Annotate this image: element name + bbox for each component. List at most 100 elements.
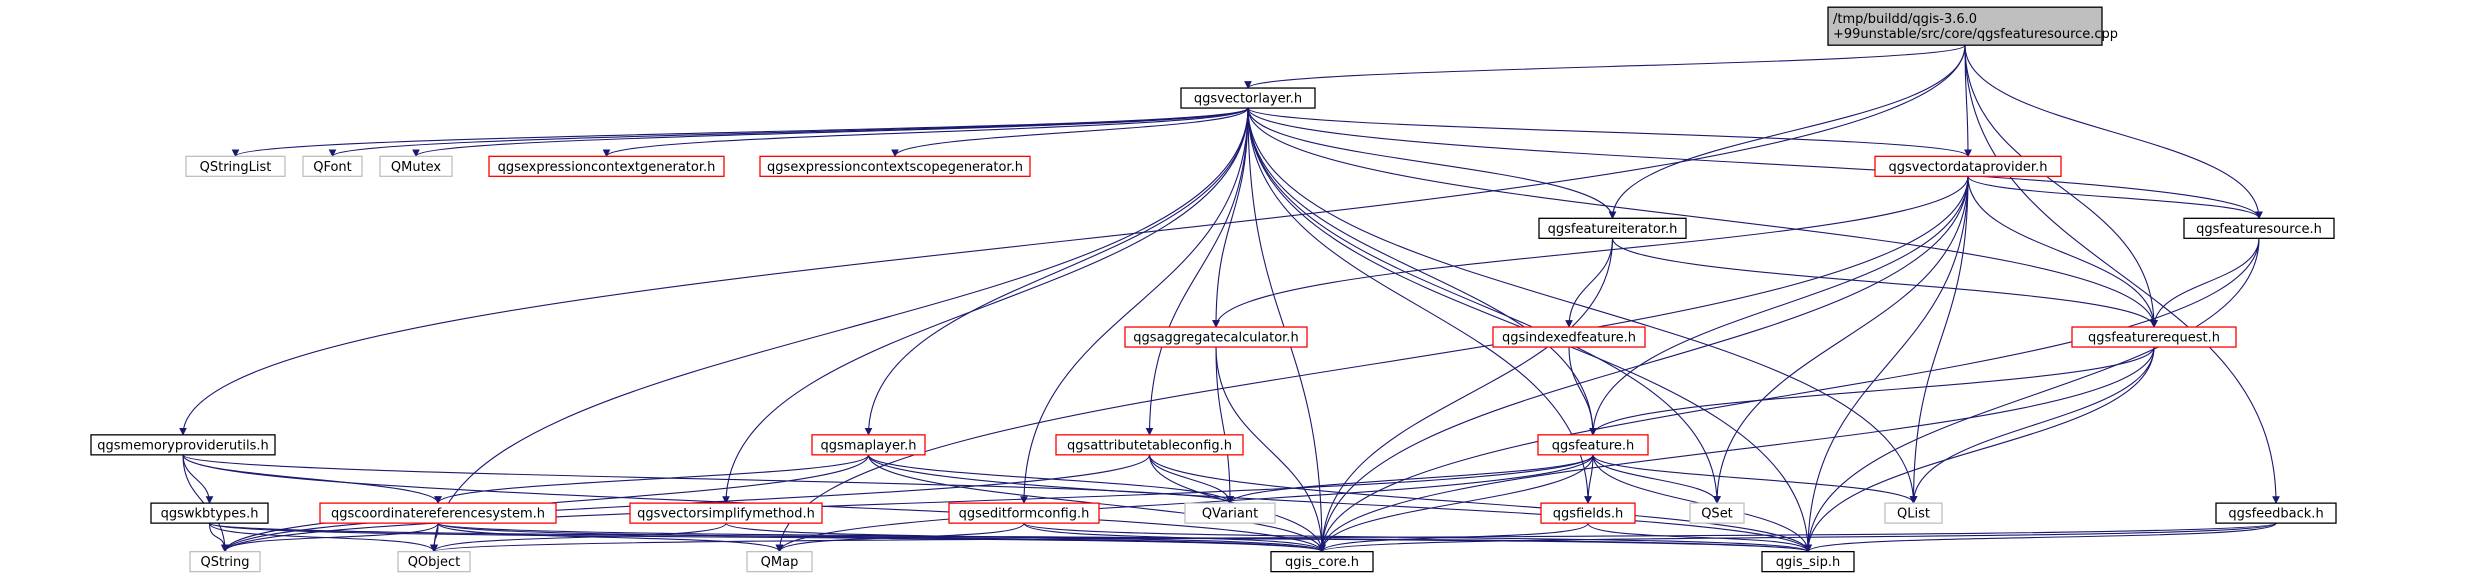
edge-crs-to-qstring — [221, 522, 439, 553]
node-wkbtypes[interactable]: qgswkbtypes.h — [150, 502, 269, 524]
node-aggcalc[interactable]: qgsaggregatecalculator.h — [1124, 326, 1308, 348]
edge-root-to-featurerequest — [1964, 45, 2158, 328]
node-box — [1827, 6, 2103, 46]
edge-vectorlayer-to-mutex — [412, 107, 1249, 158]
node-label: qgseditformconfig.h — [959, 507, 1090, 522]
node-qvariant[interactable]: QVariant — [1184, 502, 1276, 524]
edge-attrtableconfig-to-qvariant — [1148, 454, 1234, 504]
node-memprovutils[interactable]: qgsmemoryproviderutils.h — [90, 434, 276, 456]
node-box — [1761, 550, 1855, 573]
node-feedback[interactable]: qgsfeedback.h — [2215, 502, 2337, 524]
node-label: qgsmemoryproviderutils.h — [97, 438, 268, 453]
edge-vectorlayer-to-featureiterator — [1247, 108, 1617, 220]
node-vectorlayer[interactable]: qgsvectorlayer.h — [1180, 87, 1316, 109]
edge-feedback-to-sip — [1804, 522, 2277, 553]
edge-featurerequest-to-qlist — [1909, 347, 2155, 504]
edge-featuresource-to-featurerequest — [2150, 238, 2260, 328]
edge-featureiterator-to-core — [1318, 238, 1614, 553]
node-font[interactable]: QFont — [302, 155, 363, 177]
edge-fields-to-sip — [1587, 522, 1812, 553]
node-feature[interactable]: qgsfeature.h — [1537, 434, 1649, 456]
edge-vectorlayer-to-exprctxgen — [602, 107, 1249, 158]
node-box — [1492, 326, 1646, 348]
edge-vdp-to-sip — [1804, 176, 1969, 553]
node-box — [189, 550, 261, 573]
node-box — [1537, 434, 1649, 456]
node-crs[interactable]: qgscoordinatereferencesystem.h — [319, 502, 557, 524]
node-label: qgsattributetableconfig.h — [1067, 438, 1232, 453]
edge-editform-to-core — [1023, 522, 1326, 553]
node-box — [379, 155, 453, 177]
node-label: QVariant — [1202, 507, 1258, 522]
node-label: qgsexpressioncontextgenerator.h — [498, 160, 716, 175]
node-mutex[interactable]: QMutex — [379, 155, 453, 177]
edge-wkbtypes-to-core — [208, 522, 1326, 553]
edge-root-to-featureiterator — [1608, 45, 1966, 220]
edge-maplayer-to-crs — [434, 454, 870, 504]
node-label: qgsmaplayer.h — [821, 438, 917, 453]
node-maplayer[interactable]: qgsmaplayer.h — [811, 434, 926, 456]
node-qset[interactable]: QSet — [1689, 502, 1745, 524]
edge-vdp-to-feature — [1589, 176, 1969, 436]
node-label: qgsvectorlayer.h — [1194, 92, 1302, 107]
edge-featurerequest-to-core — [1318, 347, 2155, 553]
node-sip[interactable]: qgis_sip.h — [1761, 550, 1855, 573]
node-box — [397, 550, 471, 573]
node-label: qgsfields.h — [1553, 507, 1623, 522]
node-box — [1184, 502, 1276, 524]
node-label: QMutex — [391, 160, 442, 175]
edge-vectorlayer-to-featurerequest — [1247, 108, 2158, 328]
nodes-layer: /tmp/buildd/qgis-3.6.0+99unstable/src/co… — [90, 6, 2337, 573]
edge-featuresource-to-sip — [1804, 238, 2260, 553]
edge-feature-to-fields — [1584, 454, 1594, 504]
node-editform[interactable]: qgseditformconfig.h — [948, 502, 1100, 524]
node-label: QFont — [313, 160, 352, 175]
node-box — [150, 502, 269, 524]
edge-vectorlayer-to-featuresource — [1247, 107, 2263, 220]
node-box — [319, 502, 557, 524]
node-label: qgsfeature.h — [1552, 438, 1635, 453]
node-label: QSet — [1701, 507, 1733, 522]
edge-root-to-memprovutils — [179, 45, 1966, 436]
node-featureiterator[interactable]: qgsfeatureiterator.h — [1538, 217, 1687, 239]
node-box — [2183, 217, 2335, 239]
node-qlist[interactable]: QList — [1884, 502, 1943, 524]
node-exprctxgen[interactable]: qgsexpressioncontextgenerator.h — [488, 155, 725, 177]
node-label: qgscoordinatereferencesystem.h — [331, 507, 545, 522]
edge-feature-to-qvariant — [1226, 454, 1594, 504]
node-featuresource[interactable]: qgsfeaturesource.h — [2183, 217, 2335, 239]
edge-root-to-featuresource — [1964, 45, 2263, 220]
node-box — [1874, 155, 2062, 177]
edge-memprovutils-to-qvariant — [182, 454, 1234, 504]
edge-simplify-to-core — [725, 522, 1326, 553]
node-qstring[interactable]: QString — [189, 550, 261, 573]
node-fields[interactable]: qgsfields.h — [1540, 502, 1636, 524]
edge-vectorlayer-to-simplify — [722, 108, 1249, 504]
node-label: qgsfeedback.h — [2228, 507, 2323, 522]
edge-crs-to-qmap — [437, 522, 784, 553]
node-indexedfeature[interactable]: qgsindexedfeature.h — [1492, 326, 1646, 348]
edge-vectorlayer-to-font — [328, 107, 1249, 158]
node-root[interactable]: /tmp/buildd/qgis-3.6.0+99unstable/src/co… — [1827, 6, 2118, 46]
node-box — [629, 502, 823, 524]
node-label: qgswkbtypes.h — [161, 507, 259, 522]
node-label: qgsaggregatecalculator.h — [1133, 331, 1298, 346]
edge-vectorlayer-to-feature — [1247, 108, 1597, 436]
edge-vectorlayer-to-maplayer — [864, 108, 1249, 436]
edge-root-to-feedback — [1964, 45, 2280, 504]
edge-feedback-to-qobject — [430, 522, 2277, 553]
node-qobject[interactable]: QObject — [397, 550, 471, 573]
node-label: qgsexpressioncontextscopegenerator.h — [767, 160, 1023, 175]
node-vdp[interactable]: qgsvectordataprovider.h — [1874, 155, 2062, 177]
node-stringlist[interactable]: QStringList — [185, 155, 286, 177]
edge-vectorlayer-to-qobject — [430, 108, 1249, 553]
node-simplify[interactable]: qgsvectorsimplifymethod.h — [629, 502, 823, 524]
node-label: qgis_sip.h — [1776, 555, 1840, 570]
node-featurerequest[interactable]: qgsfeaturerequest.h — [2071, 326, 2237, 348]
edge-vdp-to-qset — [1713, 176, 1969, 504]
node-attrtableconfig[interactable]: qgsattributetableconfig.h — [1055, 434, 1244, 456]
node-core[interactable]: qgis_core.h — [1270, 550, 1374, 573]
node-exprscopegen[interactable]: qgsexpressioncontextscopegenerator.h — [759, 155, 1031, 177]
node-qmap[interactable]: QMap — [746, 550, 813, 573]
